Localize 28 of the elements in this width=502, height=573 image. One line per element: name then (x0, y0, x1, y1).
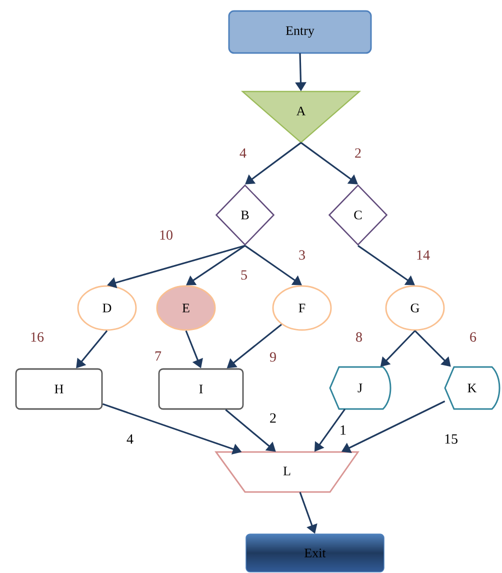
arrow (225, 409, 276, 452)
edge-label: 7 (155, 351, 162, 361)
edge-label: 4 (240, 148, 246, 158)
edge-label: 5 (241, 270, 247, 280)
edge-label: 9 (270, 352, 276, 362)
arrow (245, 142, 302, 184)
arrow (244, 245, 302, 286)
edge-label: 4 (126, 434, 134, 444)
rounded-box: Entry (228, 10, 372, 54)
hexagon: J (329, 366, 392, 410)
edge-label: 8 (356, 332, 362, 342)
arrow (414, 330, 451, 367)
edge-label: 2 (270, 413, 276, 423)
edge-label: 16 (31, 332, 44, 342)
edge-label: 15 (445, 434, 458, 444)
edge-label: 6 (470, 332, 476, 342)
edge-label: 10 (160, 230, 172, 240)
arrow (186, 245, 246, 286)
process-box: I (158, 368, 244, 410)
edge-label: 14 (417, 250, 430, 260)
end-box: Exit (246, 534, 384, 572)
arrow (300, 142, 358, 184)
process-box: H (15, 368, 103, 410)
edge-label: 2 (355, 148, 361, 158)
edge-label: 3 (299, 250, 305, 260)
hexagon: K (444, 366, 500, 410)
edge-label: 1 (340, 425, 346, 435)
arrow (358, 245, 415, 286)
